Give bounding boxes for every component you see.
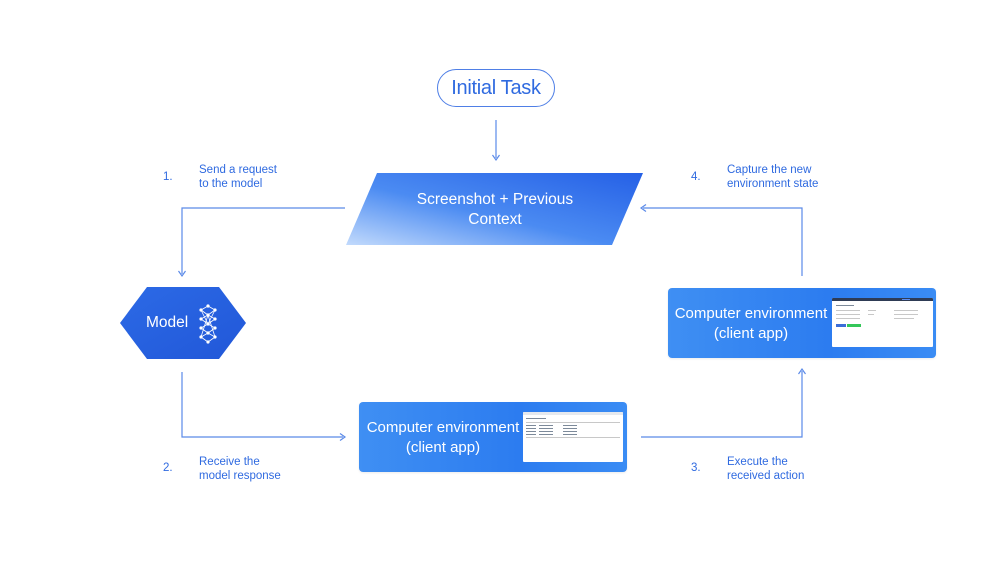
neural-network-icon (199, 304, 217, 344)
context-parallelogram (346, 173, 643, 245)
step-2-label: Receive the model response (199, 455, 281, 483)
initial-task-node: Initial Task (437, 69, 555, 107)
env-bottom-line-2: (client app) (405, 439, 481, 456)
step-4-label: Capture the new environment state (727, 163, 818, 191)
step-1-line-2: to the model (199, 178, 263, 190)
arrow-model-to-env-bottom (181, 372, 347, 441)
model-label: Model (146, 314, 189, 331)
step-2-line-1: Receive the (199, 456, 260, 468)
context-line-1: Screenshot + Previous (416, 191, 574, 208)
arrow-context-to-model (178, 207, 345, 278)
env-bottom-line-1: Computer environment (366, 419, 520, 436)
step-1-label: Send a request to the model (199, 163, 277, 191)
env-right-line-2: (client app) (713, 325, 789, 342)
step-1-line-1: Send a request (199, 164, 278, 176)
model-hexagon (120, 287, 246, 359)
arrow-env-bottom-to-env-right (641, 367, 806, 438)
initial-task-label: Initial Task (451, 76, 541, 99)
env-bottom-label: Computer environment (client app) (363, 418, 523, 458)
arrow-env-right-to-context (639, 204, 803, 276)
step-4-line-1: Capture the new (727, 164, 812, 176)
step-3-label: Execute the received action (727, 455, 804, 483)
step-1-number: 1. (163, 171, 173, 183)
arrow-task-to-context (492, 120, 500, 162)
env-bottom-screenshot-thumbnail (523, 412, 623, 462)
env-bottom-node: Computer environment (client app) (359, 402, 627, 472)
context-line-2: Context (468, 211, 522, 228)
step-4-number: 4. (691, 171, 701, 183)
step-3-number: 3. (691, 462, 701, 474)
env-right-node: Computer environment (client app) (668, 288, 936, 358)
step-2-number: 2. (163, 462, 173, 474)
env-right-label: Computer environment (client app) (670, 304, 832, 344)
step-3-line-1: Execute the (727, 456, 788, 468)
context-node-label: Screenshot + Previous Context (395, 190, 595, 230)
env-right-line-1: Computer environment (674, 305, 828, 322)
step-4-line-2: environment state (727, 178, 819, 190)
env-right-screenshot-thumbnail (832, 298, 933, 347)
step-2-line-2: model response (199, 470, 281, 482)
step-3-line-2: received action (727, 470, 805, 482)
